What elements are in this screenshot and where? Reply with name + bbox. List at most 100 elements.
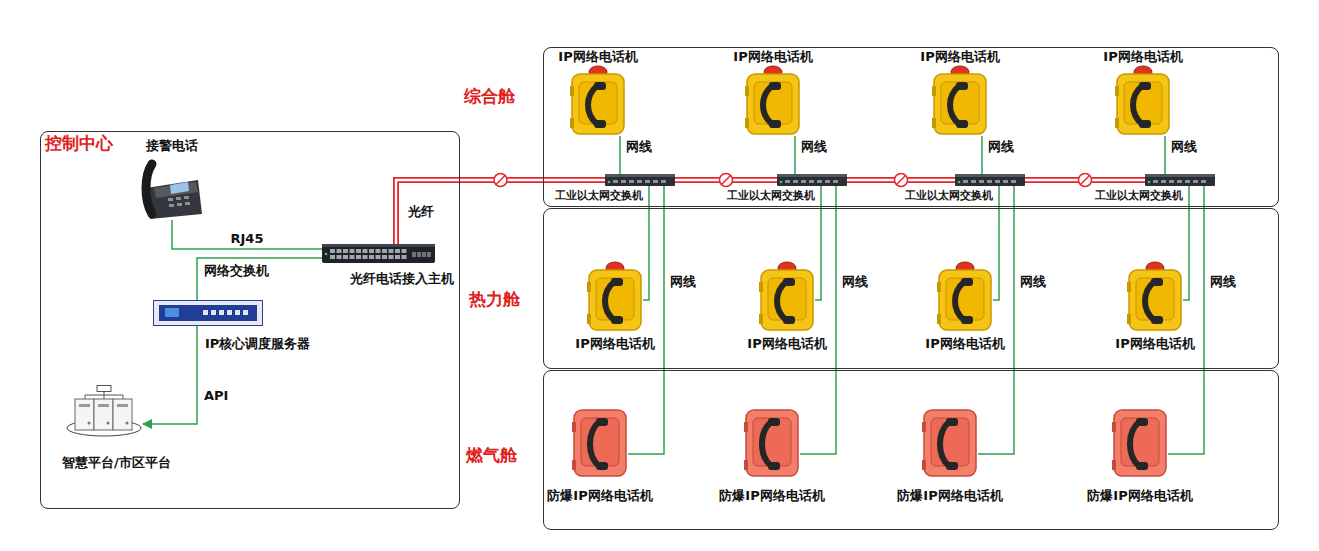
- device-icon: [570, 66, 626, 136]
- handset-mouth: [1139, 120, 1151, 128]
- device-icon: [65, 385, 143, 437]
- phone-hinge: [745, 86, 749, 96]
- link-label: 网线: [800, 139, 828, 154]
- zone-heading: 燃气舱: [466, 445, 517, 465]
- switch-port: [1169, 180, 1174, 183]
- handset-ear: [769, 82, 781, 90]
- host-port: [382, 249, 387, 253]
- switch-port: [809, 180, 814, 183]
- phone-housing: [939, 270, 991, 330]
- device-icon: [1112, 408, 1168, 476]
- switch-port: [979, 180, 984, 183]
- device-label: IP网络电话机: [1103, 49, 1182, 64]
- phone-recess: [596, 278, 634, 320]
- phone-hinge: [744, 460, 748, 470]
- device-label: 防爆IP网络电话机: [897, 488, 1002, 503]
- device-icon: [955, 174, 1025, 186]
- tower-led: [107, 422, 110, 425]
- cable-link: [1183, 186, 1189, 300]
- fiber-symbol-ring: [1079, 174, 1092, 187]
- ip-phone: IP网络电话机: [570, 66, 626, 136]
- phone-hinge: [1115, 118, 1119, 128]
- link-label: 网络交换机: [203, 263, 270, 278]
- fiber-symbol-slash: [1081, 176, 1090, 185]
- host-port: [402, 249, 407, 253]
- host-port: [395, 255, 400, 259]
- tower-led: [126, 422, 129, 425]
- server-logo: [165, 308, 179, 317]
- phone-recess: [768, 278, 806, 320]
- handset-ear: [1136, 418, 1148, 426]
- switch-port: [793, 180, 798, 183]
- switch-chassis: [777, 174, 847, 186]
- device-label: IP网络电话机: [920, 49, 999, 64]
- phone-hinge: [587, 314, 591, 324]
- switch-port: [1185, 180, 1190, 183]
- phone-recess: [754, 82, 792, 124]
- link-label: API: [203, 388, 229, 403]
- switch-port: [987, 180, 992, 183]
- switch-port: [1193, 180, 1198, 183]
- device-label: IP网络电话机: [1115, 336, 1194, 351]
- link-label: 网线: [1019, 274, 1047, 289]
- handset: [1133, 86, 1142, 124]
- handset: [605, 282, 614, 320]
- server-tower: [113, 399, 132, 430]
- phone-housing: [589, 270, 641, 330]
- device-icon: [572, 408, 628, 476]
- device-label: 接警电话: [146, 138, 198, 153]
- zone-heading: 综合舱: [464, 86, 515, 106]
- device-icon: [759, 262, 815, 332]
- server-port: [243, 310, 248, 315]
- device-label: IP网络电话机: [925, 336, 1004, 351]
- server-tower: [94, 399, 113, 430]
- ip-phone: IP网络电话机: [745, 66, 801, 136]
- device-icon: [1127, 262, 1183, 332]
- switch-port: [817, 180, 822, 183]
- handset-ear: [956, 82, 968, 90]
- tower-slot: [117, 404, 128, 407]
- switch-top: [955, 174, 1025, 177]
- switch-port: [971, 180, 976, 183]
- link-label: RJ45: [230, 231, 265, 246]
- phone-hinge: [1127, 282, 1131, 292]
- ip-phone: IP网络电话机: [932, 66, 988, 136]
- tree-root: [97, 386, 111, 392]
- ip-phone: IP网络电话机: [759, 262, 815, 332]
- handset-mouth: [783, 316, 795, 324]
- host-port: [330, 255, 335, 259]
- host-port: [337, 249, 342, 253]
- switch-top: [605, 174, 675, 177]
- phone-hinge: [759, 282, 763, 292]
- zone-band: IP网络电话机IP网络电话机IP网络电话机IP网络电话机热力舱: [543, 208, 1279, 369]
- handset-mouth: [594, 120, 606, 128]
- phone-hinge: [570, 118, 574, 128]
- phone-recess: [581, 418, 619, 466]
- link-label: 光纤: [407, 204, 435, 219]
- phone-recess: [946, 278, 984, 320]
- cable-link: [815, 186, 821, 300]
- device-icon: [745, 66, 801, 136]
- device-icon: [153, 300, 263, 326]
- handset-ear: [1151, 278, 1163, 286]
- device-icon: [587, 262, 643, 332]
- handset-ear: [594, 82, 606, 90]
- device-label: 光纤电话接入主机: [350, 271, 454, 286]
- phone-recess: [931, 418, 969, 466]
- handset-mouth: [768, 462, 780, 470]
- switch-port: [825, 180, 830, 183]
- device-label: 防爆IP网络电话机: [1087, 488, 1192, 503]
- phone-hinge: [587, 282, 591, 292]
- ip-phone: IP网络电话机: [587, 262, 643, 332]
- device-label: 工业以太网交换机: [555, 189, 643, 202]
- tower-led: [88, 422, 91, 425]
- handset-mouth: [1151, 316, 1163, 324]
- server-port: [211, 310, 216, 315]
- zone-heading: 热力舱: [469, 289, 520, 309]
- handset: [1145, 282, 1154, 320]
- server-port: [227, 310, 232, 315]
- fiber-symbol-slash: [897, 176, 906, 185]
- tower-slot: [98, 404, 109, 407]
